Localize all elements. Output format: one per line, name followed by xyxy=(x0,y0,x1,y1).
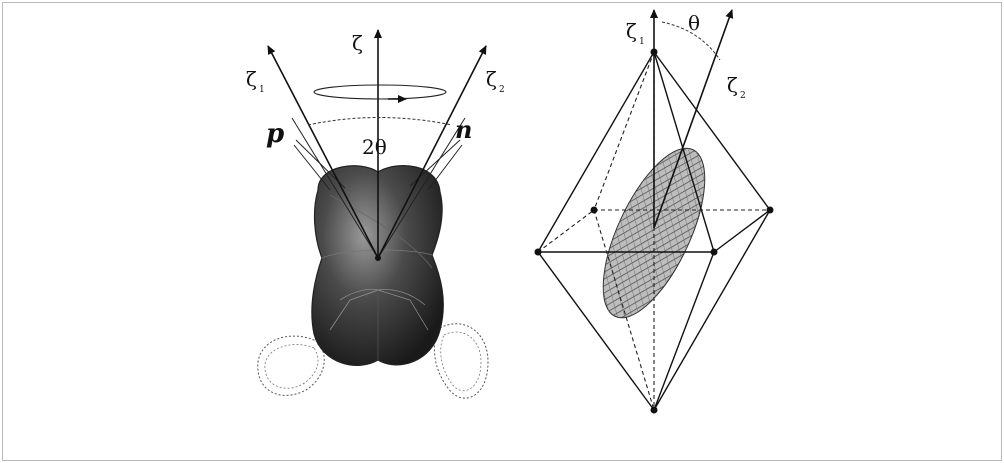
zeta1-label-right: ζ xyxy=(626,19,637,43)
two-theta-label: 2θ xyxy=(362,135,387,159)
zeta1-subscript-right: 1 xyxy=(639,37,645,47)
octahedron-edges xyxy=(537,51,771,411)
theta-label: θ xyxy=(688,11,700,35)
p-label: p xyxy=(266,119,284,149)
rotation-ellipse xyxy=(313,84,447,103)
zeta2-subscript: 2 xyxy=(499,85,505,95)
theta-arc xyxy=(661,21,721,61)
right-loop xyxy=(434,323,489,399)
zeta1-axis xyxy=(267,45,379,259)
zeta2-axis xyxy=(377,45,487,259)
zeta2-axis-right xyxy=(653,9,734,229)
zeta1-subscript: 1 xyxy=(259,85,265,95)
zeta-center-label: ζ xyxy=(352,31,363,55)
zeta2-subscript-right: 2 xyxy=(740,91,746,101)
two-theta-arc xyxy=(307,117,453,126)
zeta2-label-right: ζ xyxy=(727,73,738,97)
zeta1-label: ζ xyxy=(246,67,257,91)
hatched-ellipse-overlay xyxy=(603,148,705,318)
left-loop xyxy=(257,335,325,396)
left-panel: ζ ζ 1 ζ 2 p n 2θ xyxy=(246,29,505,399)
n-label: n xyxy=(455,115,472,144)
right-panel: ζ 1 θ ζ 2 xyxy=(534,9,774,414)
nucleus-body xyxy=(311,165,444,366)
center-point xyxy=(375,255,381,261)
zeta2-label: ζ xyxy=(486,67,497,91)
octahedron-vertices xyxy=(534,48,774,414)
